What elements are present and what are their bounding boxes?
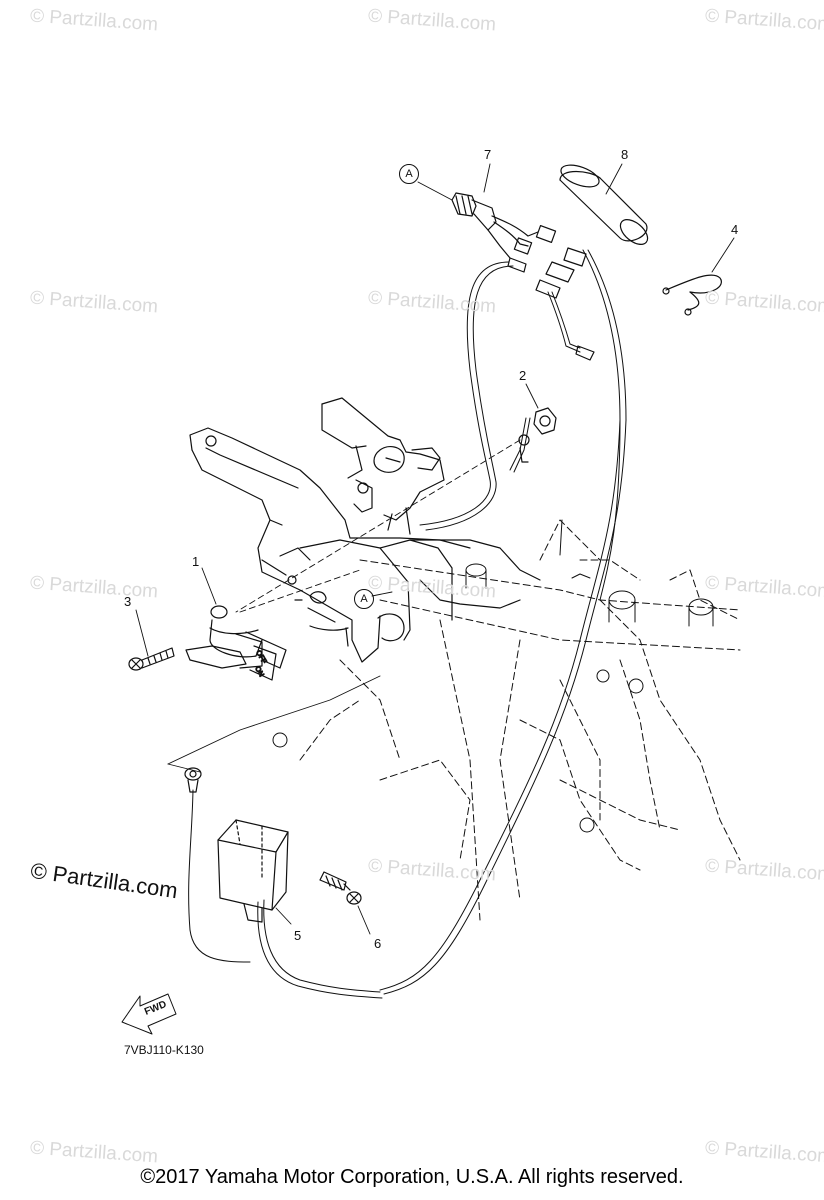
part-4-cable-band (662, 274, 722, 316)
callout-7: 7 (484, 147, 492, 162)
leader-lines (135, 163, 735, 935)
callout-3: 3 (124, 594, 132, 609)
ground-terminal-top (518, 434, 530, 463)
reference-marker-a-bracket: A (354, 589, 374, 609)
part-7-coupler (451, 192, 595, 361)
fwd-label: FWD (143, 999, 168, 1018)
callout-4: 4 (731, 222, 739, 237)
switch-off-label: OFF (254, 650, 267, 666)
diagram-code: 7VBJ110-K130 (124, 1043, 204, 1057)
reference-marker-a-top: A (399, 164, 419, 184)
part-5-control-unit (217, 819, 289, 923)
callout-8: 8 (621, 147, 629, 162)
part-2-nut (533, 407, 557, 435)
callout-6: 6 (374, 936, 382, 951)
part-1-stop-switch (185, 605, 287, 681)
mounting-bracket (189, 427, 471, 663)
frame-outline (299, 519, 741, 921)
copyright-notice: ©2017 Yamaha Motor Corporation, U.S.A. A… (140, 1166, 684, 1188)
callout-1: 1 (192, 554, 200, 569)
steering-stop-bracket (321, 397, 445, 535)
frame-bosses (272, 519, 714, 833)
fwd-arrow (121, 993, 177, 1035)
steering-head (299, 539, 541, 642)
part-8-sleeve (559, 164, 649, 245)
callout-2: 2 (519, 368, 527, 383)
callout-5: 5 (294, 928, 302, 943)
wire-harness (188, 249, 627, 999)
ground-terminal-bottom (184, 767, 202, 793)
part-3-screw (128, 647, 175, 671)
part-6-bolt (319, 871, 362, 905)
